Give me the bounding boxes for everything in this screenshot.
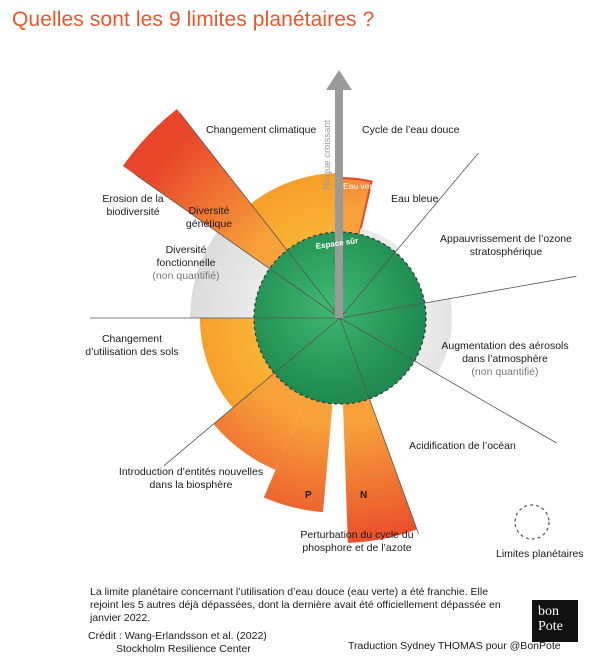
risk-axis-label: Risque croissant <box>322 119 333 190</box>
label-functional-text: Diversité fonctionnelle <box>156 244 216 269</box>
label-blue-water: Eau bleue <box>391 193 439 205</box>
nitrogen-label: N <box>360 490 367 501</box>
label-biodiversity: Erosion de la biodiversité <box>102 193 164 218</box>
phosphorus-label: P <box>305 490 312 501</box>
page-title: Quelles sont les 9 limites planétaires ? <box>12 8 375 31</box>
translation-credit: Traduction Sydney THOMAS pour @BonPote <box>348 640 561 652</box>
label-functional-diversity: Diversité fonctionnelle (non quantifié) <box>144 244 228 283</box>
legend-label: Limites planétaires <box>496 548 584 560</box>
label-land-use: Changement d’utilisation des sols <box>85 333 179 358</box>
sector-divider-line <box>339 275 577 319</box>
risk-axis-shaft <box>335 88 343 318</box>
risk-axis-arrowhead <box>326 70 352 90</box>
label-ocean-acidification: Acidification de l’océan <box>409 440 516 452</box>
label-freshwater-cycle: Cycle de l’eau douce <box>362 124 460 136</box>
bonpote-logo: bon Pote <box>532 600 578 642</box>
label-aerosols-text: Augmentation des aérosols dans l’atmosph… <box>441 340 569 365</box>
sector-divider-line <box>339 317 420 535</box>
logo-line-2: Pote <box>538 619 563 634</box>
sector-divider-line <box>339 153 479 319</box>
label-climate-change: Changement climatique <box>206 124 317 136</box>
logo-line-1: bon <box>538 604 559 619</box>
label-novel-entities: Introduction d’entités nouvelles dans la… <box>118 466 264 491</box>
sector-divider-line <box>179 112 341 319</box>
legend-dashed-circle <box>514 504 550 540</box>
label-aerosols-sub: (non quantifié) <box>471 366 539 378</box>
planetary-boundaries-diagram: Risque croissant Espace sûr Eau verte P … <box>90 70 577 543</box>
label-nutrient-cycles: Perturbation du cycle du phosphore et de… <box>300 529 414 554</box>
credit-line-2: Stockholm Resilience Center <box>116 643 251 655</box>
sector-divider-line <box>163 317 341 467</box>
label-genetic-diversity: Diversité génétique <box>185 205 233 230</box>
label-ozone-depletion: Appauvrissement de l’ozone stratosphériq… <box>440 233 572 258</box>
label-aerosols: Augmentation des aérosols dans l’atmosph… <box>440 340 570 379</box>
sector-dividers <box>90 112 577 535</box>
caption-text: La limite planétaire concernant l’utilis… <box>90 586 501 624</box>
green-water-label: Eau verte <box>343 181 380 191</box>
sector-divider-line <box>339 317 557 444</box>
sector-divider-line <box>134 174 341 319</box>
label-functional-sub: (non quantifié) <box>152 270 220 282</box>
risk-axis: Risque croissant <box>322 70 352 318</box>
credit-line-1: Crédit : Wang-Erlandsson et al. (2022) <box>88 630 267 642</box>
